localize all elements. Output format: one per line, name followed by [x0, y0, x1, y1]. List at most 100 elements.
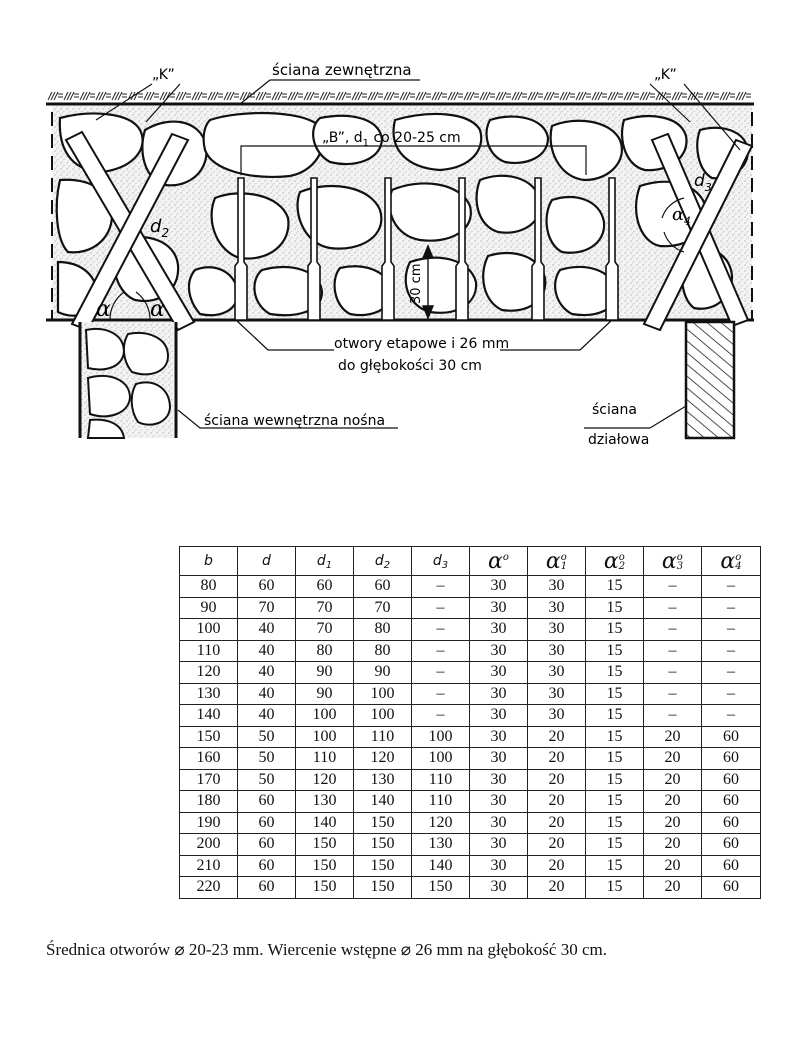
d2-label: d2 [150, 216, 169, 240]
table-cell: 70 [353, 596, 412, 619]
table-cell: 220 [179, 876, 238, 899]
table-cell: – [411, 575, 470, 598]
table-cell: – [411, 618, 470, 641]
table-cell: 30 [469, 575, 528, 598]
table-cell: 60 [701, 768, 761, 791]
table-cell: – [701, 618, 761, 641]
b-label: „B”, d1 co 20-25 cm [322, 130, 461, 149]
inner-wall-label: ściana wewnętrzna nośna [204, 413, 385, 429]
table-cell: 60 [701, 833, 761, 856]
injection-hole [531, 177, 545, 321]
table-header-cell: d [237, 546, 296, 576]
k-cross-bars-left [64, 130, 196, 332]
table-cell: 110 [353, 725, 412, 748]
d3-label: d3 [694, 171, 712, 194]
table-cell: 40 [237, 704, 296, 727]
alpha-label-right: α [150, 297, 165, 322]
table-cell: 50 [237, 747, 296, 770]
table-cell: 15 [585, 575, 644, 598]
table-cell: 140 [179, 704, 238, 727]
inner-bearing-wall [78, 322, 178, 439]
outer-wall-label: ściana zewnętrzna [272, 61, 412, 79]
table-cell: – [701, 596, 761, 619]
table-cell: 15 [585, 639, 644, 662]
table-cell: 90 [179, 596, 238, 619]
table-cell: 150 [295, 833, 354, 856]
table-cell: 60 [237, 790, 296, 813]
table-cell: 15 [585, 618, 644, 641]
table-cell: 15 [585, 682, 644, 705]
table-cell: 80 [295, 639, 354, 662]
holes-label-line2: do głębokości 30 cm [338, 358, 482, 374]
table-cell: 90 [295, 661, 354, 684]
table-cell: 30 [469, 639, 528, 662]
depth-label: 30 cm [409, 264, 424, 305]
table-cell: 110 [411, 790, 470, 813]
table-cell: 140 [295, 811, 354, 834]
table-cell: 30 [469, 876, 528, 899]
partition-label-line2: działowa [588, 432, 649, 448]
partition-wall [684, 320, 736, 440]
table-cell: 15 [585, 811, 644, 834]
table-cell: 60 [295, 575, 354, 598]
table-cell: 200 [179, 833, 238, 856]
table-cell: 100 [295, 725, 354, 748]
table-cell: 15 [585, 876, 644, 899]
table-cell: 20 [527, 768, 586, 791]
table-cell: 60 [237, 876, 296, 899]
injection-hole [605, 177, 619, 321]
table-cell: 90 [353, 661, 412, 684]
table-cell: 60 [237, 833, 296, 856]
table-cell: 150 [353, 876, 412, 899]
table-cell: 150 [295, 854, 354, 877]
partition-label-line1: ściana [592, 402, 637, 418]
table-cell: 30 [527, 639, 586, 662]
table-cell: 60 [353, 575, 412, 598]
table-cell: 30 [527, 704, 586, 727]
table-cell: 30 [469, 661, 528, 684]
table-cell: 60 [701, 790, 761, 813]
table-cell: 100 [353, 704, 412, 727]
injection-hole [381, 177, 395, 321]
leader-lines [95, 79, 741, 429]
holes-callout-leaders [235, 319, 613, 351]
table-cell: – [411, 596, 470, 619]
table-cell: 30 [527, 682, 586, 705]
table-cell: 20 [643, 790, 702, 813]
table-cell: 40 [237, 618, 296, 641]
table-cell: 30 [527, 618, 586, 641]
table-cell: – [643, 575, 702, 598]
table-cell: 130 [411, 833, 470, 856]
injection-holes-b [234, 177, 619, 321]
table-cell: – [701, 704, 761, 727]
ground-surface-hatch [46, 91, 754, 106]
table-cell: 40 [237, 682, 296, 705]
table-cell: 110 [179, 639, 238, 662]
table-cell: 20 [527, 811, 586, 834]
table-cell: 60 [237, 811, 296, 834]
table-cell: – [411, 661, 470, 684]
table-cell: 20 [527, 790, 586, 813]
table-cell: 80 [353, 639, 412, 662]
table-cell: 20 [527, 747, 586, 770]
table-cell: – [643, 639, 702, 662]
table-cell: – [701, 575, 761, 598]
table-cell: 30 [469, 833, 528, 856]
injection-hole [455, 177, 469, 321]
table-cell: 30 [469, 618, 528, 641]
table-cell: – [411, 639, 470, 662]
